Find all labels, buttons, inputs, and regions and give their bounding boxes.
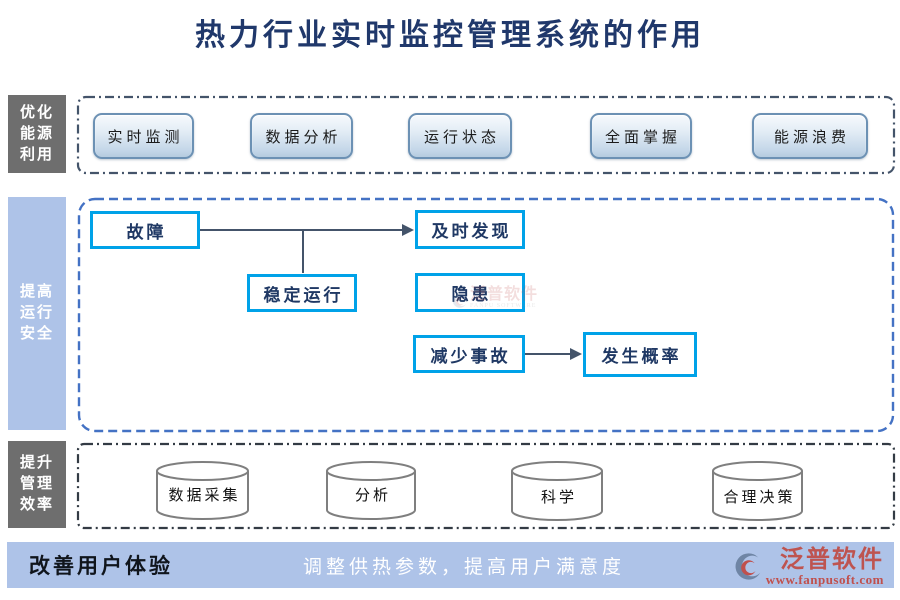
cylinder-decision-body xyxy=(712,471,803,521)
top-section-border xyxy=(76,95,896,175)
flow-box-hidden-danger: 隐患 xyxy=(415,273,525,312)
cylinder-data-collection-top xyxy=(156,461,249,481)
fanpu-logo-icon xyxy=(735,553,760,580)
cylinder-analysis-body xyxy=(326,471,416,520)
cylinder-label-analysis: 分析 xyxy=(354,487,391,504)
page-title: 热力行业实时监控管理系统的作用 xyxy=(195,19,705,52)
sidebar-item-improve-efficiency: 提升 管理 效率 xyxy=(8,441,66,528)
watermark: 泛普软件 FANPU SOFTWARE xyxy=(452,286,538,309)
fanpu-logo-url: www.fanpusoft.com xyxy=(765,572,884,587)
pill-running-status: 运行状态 xyxy=(408,113,512,159)
footer-bar: 改善用户体验 调整供热参数，提高用户满意度 泛普软件 www.fanpusoft… xyxy=(7,542,894,588)
sidebar-item-improve-safety: 提高 运行 安全 xyxy=(8,197,66,430)
watermark-text: 泛普软件 xyxy=(470,286,539,303)
arrowhead-detect xyxy=(402,224,414,236)
flow-box-reduce-accident: 减少事故 xyxy=(413,335,525,373)
flow-arrows xyxy=(200,229,570,355)
cylinder-label-decision: 合理决策 xyxy=(723,489,796,506)
pill-realtime-monitor: 实时监测 xyxy=(93,113,194,159)
footer-left-label: 改善用户体验 xyxy=(29,554,173,578)
cylinder-analysis-top xyxy=(326,461,416,481)
flow-box-stable-run: 稳定运行 xyxy=(247,274,357,312)
footer-message: 调整供热参数，提高用户满意度 xyxy=(303,556,626,578)
pill-data-analysis: 数据分析 xyxy=(250,113,353,159)
sidebar-item-optimize-energy: 优化 能源 利用 xyxy=(8,95,66,173)
arrowhead-probability xyxy=(570,348,582,360)
cylinder-label-science: 科学 xyxy=(540,489,577,506)
cylinder-label-data-collection: 数据采集 xyxy=(168,487,241,504)
flow-box-fault: 故障 xyxy=(90,211,200,249)
bottom-section-border xyxy=(76,442,896,530)
watermark-subtext: FANPU SOFTWARE xyxy=(470,303,537,309)
footer-logo: 泛普软件 www.fanpusoft.com xyxy=(734,544,884,588)
fanpu-logo-text: 泛普软件 xyxy=(780,547,884,573)
cylinder-decision-top xyxy=(712,461,803,481)
pill-full-control: 全面掌握 xyxy=(590,113,692,159)
middle-section-border xyxy=(77,197,895,433)
database-cylinders xyxy=(156,461,803,521)
pill-energy-waste: 能源浪费 xyxy=(752,113,868,159)
cylinder-science-top xyxy=(511,461,603,481)
cylinder-science-body xyxy=(511,471,603,521)
flow-box-occurrence-probability: 发生概率 xyxy=(583,332,697,377)
cylinder-data-collection-body xyxy=(156,471,249,520)
watermark-logo-icon xyxy=(452,293,466,308)
flow-box-timely-detect: 及时发现 xyxy=(415,210,525,249)
